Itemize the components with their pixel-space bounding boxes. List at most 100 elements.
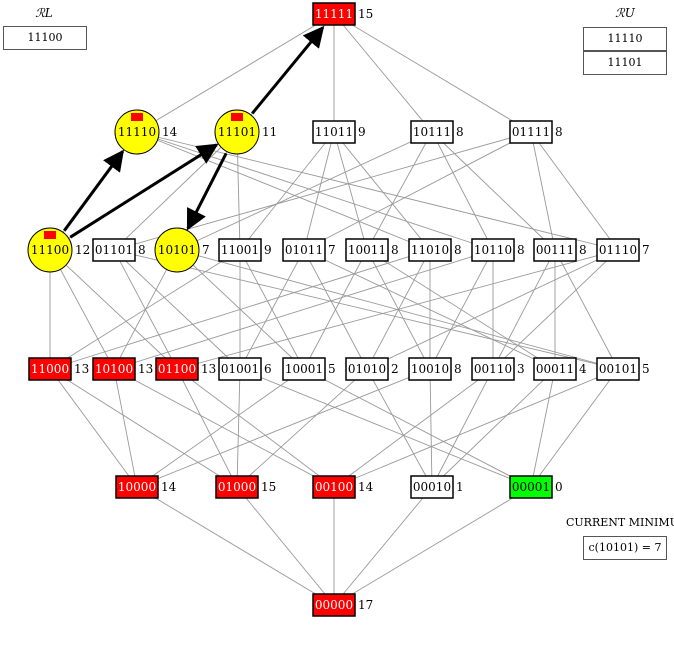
lattice-edge [554, 249, 619, 370]
lattice-edge [303, 249, 556, 370]
lattice-node-10101: 10101 7 [154, 227, 210, 273]
node-cost: 14 [161, 480, 177, 494]
node-label: 11101 [218, 125, 256, 139]
lattice-edge [431, 131, 556, 251]
node-cost: 1 [456, 480, 464, 494]
node-marker-icon [131, 113, 143, 121]
upper-bound-title: ℛU [615, 6, 635, 20]
current-minimum-title: CURRENT MINIMUM [566, 516, 674, 529]
node-label: 00100 [315, 480, 353, 494]
node-cost: 17 [358, 598, 373, 612]
lattice-edge [49, 368, 138, 488]
node-label: 10000 [118, 480, 156, 494]
node-label: 10010 [411, 362, 449, 376]
lattice-edges [49, 13, 619, 606]
node-box [218, 238, 262, 262]
node-box [410, 120, 454, 144]
node-box [155, 357, 199, 381]
node-cost: 8 [579, 243, 587, 257]
node-circle [154, 227, 200, 273]
lattice-node-10010: 10010 8 [408, 357, 462, 381]
node-cost: 4 [579, 362, 587, 376]
node-box [312, 120, 356, 144]
upper-bound-item: 11110 [583, 27, 667, 51]
lattice-edge [136, 13, 335, 133]
node-label: 01000 [218, 480, 256, 494]
node-marker-icon [44, 231, 56, 239]
node-label: 01101 [95, 243, 133, 257]
lattice-edge [176, 368, 335, 488]
lattice-edge [431, 368, 556, 488]
node-label: 11100 [31, 243, 69, 257]
lattice-edge [176, 368, 238, 488]
node-box [92, 357, 136, 381]
lattice-edge [530, 131, 619, 251]
lattice-node-10000: 10000 14 [115, 475, 177, 499]
node-box [282, 357, 326, 381]
lower-bound-title: ℛL [35, 6, 53, 20]
node-label: 01010 [348, 362, 386, 376]
lattice-edge [113, 249, 241, 370]
lattice-edge [366, 368, 433, 488]
lattice-edge [136, 368, 431, 488]
node-box [312, 475, 356, 499]
node-label: 10101 [158, 243, 196, 257]
node-cost: 7 [202, 243, 210, 257]
lattice-edge [333, 13, 433, 133]
node-label: 01110 [599, 243, 637, 257]
lattice-edge [49, 249, 115, 370]
node-label: 11010 [411, 243, 449, 257]
node-cost: 8 [555, 125, 563, 139]
node-cost: 8 [391, 243, 399, 257]
node-box [509, 475, 553, 499]
node-box [345, 238, 389, 262]
lattice-edge [303, 368, 532, 488]
node-cost: 5 [328, 362, 336, 376]
lattice-edge [366, 249, 556, 370]
node-box [509, 120, 553, 144]
node-box [218, 357, 262, 381]
lattice-edge [492, 249, 619, 370]
node-label: 00001 [512, 480, 550, 494]
node-cost: 15 [261, 480, 276, 494]
lattice-edge [492, 249, 556, 370]
lattice-edge [49, 368, 238, 488]
node-label: 01111 [512, 125, 550, 139]
lattice-edge [136, 368, 305, 488]
node-cost: 15 [358, 7, 373, 21]
lattice-node-01010: 01010 2 [345, 357, 399, 381]
node-cost: 2 [391, 362, 399, 376]
lattice-edge [49, 249, 178, 370]
lattice-edge [333, 13, 532, 133]
lattice-node-01000: 01000 15 [215, 475, 276, 499]
node-label: 01011 [285, 243, 323, 257]
node-cost: 8 [454, 362, 462, 376]
node-box [596, 357, 640, 381]
node-box [410, 475, 454, 499]
node-box [345, 357, 389, 381]
lattice-edge [303, 131, 335, 251]
node-cost: 14 [162, 125, 178, 139]
node-circle [27, 227, 73, 273]
lattice-edge [366, 249, 619, 370]
node-marker-icon [231, 113, 243, 121]
search-arrow [63, 149, 125, 232]
lattice-edge [333, 486, 532, 606]
node-box [115, 475, 159, 499]
lattice-edge [239, 131, 335, 251]
